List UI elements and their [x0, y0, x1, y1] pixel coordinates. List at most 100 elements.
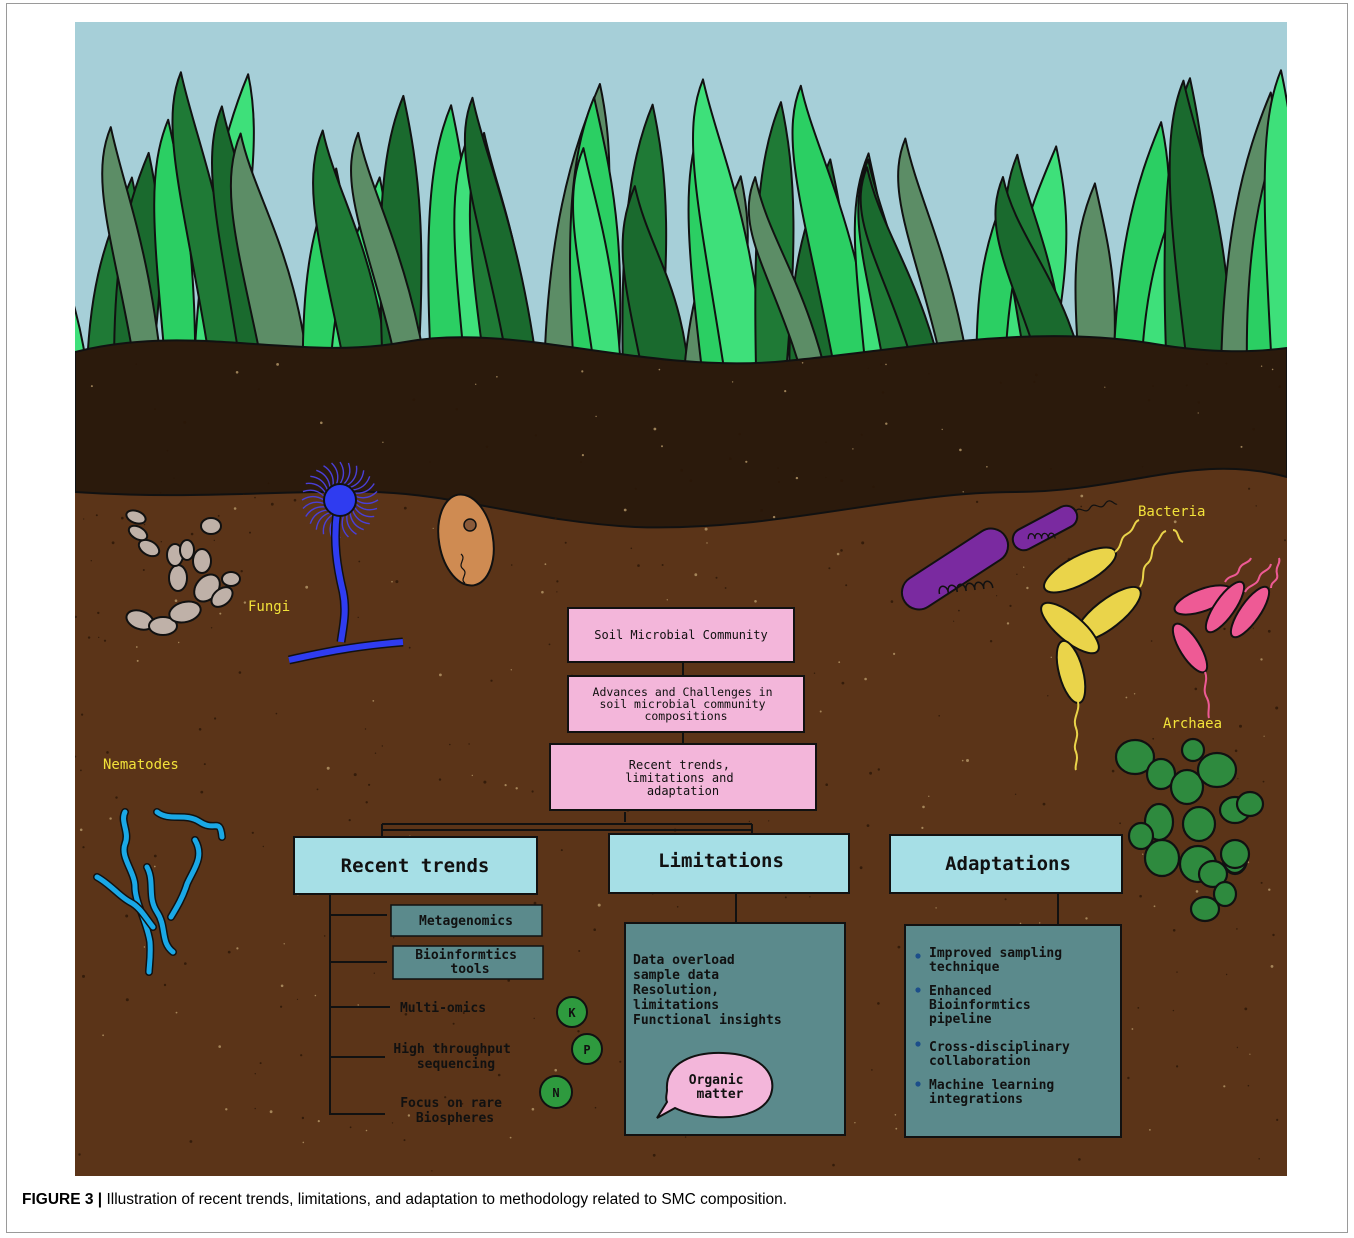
soil-speckle — [773, 516, 775, 518]
soil-speckle — [160, 492, 161, 493]
nutrient-k-icon: K — [557, 997, 587, 1027]
soil-speckle — [749, 821, 750, 822]
soil-speckle — [320, 422, 323, 425]
soil-speckle — [439, 674, 442, 677]
soil-speckle — [284, 943, 285, 944]
soil-speckle — [281, 985, 284, 988]
root-box-label: Soil Microbial Community — [594, 628, 767, 642]
soil-speckle — [1237, 1047, 1238, 1048]
soil-speckle — [154, 855, 157, 858]
soil-speckle — [382, 745, 383, 746]
soil-speckle — [175, 599, 178, 602]
soil-speckle — [214, 540, 215, 541]
soil-speckle — [382, 442, 383, 443]
soil-speckle — [694, 573, 697, 576]
soil-speckle — [1271, 965, 1274, 968]
soil-speckle — [136, 364, 137, 365]
soil-speckle — [1195, 688, 1198, 691]
soil-speckle — [404, 1139, 406, 1141]
soil-speckle — [580, 461, 582, 463]
soil-speckle — [809, 896, 810, 897]
soil-speckle — [860, 866, 863, 869]
soil-speckle — [184, 962, 187, 965]
soil-speckle — [413, 398, 416, 401]
soil-speckle — [1176, 971, 1177, 972]
soil-speckle — [754, 600, 757, 603]
soil-speckle — [218, 1045, 221, 1048]
soil-speckle — [241, 570, 243, 572]
soil-speckle — [260, 1062, 262, 1064]
soil-speckle — [637, 564, 640, 567]
fungi-label: Fungi — [248, 599, 290, 615]
soil-speckle — [976, 501, 978, 503]
soil-speckle — [891, 600, 894, 603]
soil-speckle — [595, 1107, 597, 1109]
soil-speckle — [234, 507, 237, 510]
soil-speckle — [1152, 738, 1154, 740]
soil-speckle — [1112, 770, 1115, 773]
soil-speckle — [1272, 934, 1274, 936]
soil-speckle — [793, 470, 795, 472]
soil-speckle — [832, 1164, 835, 1167]
soil-speckle — [938, 715, 940, 717]
soil-speckle — [825, 442, 826, 443]
soil-speckle — [294, 499, 297, 502]
soil-speckle — [472, 775, 473, 776]
soil-speckle — [535, 434, 537, 436]
soil-speckle — [225, 1108, 227, 1110]
soil-speckle — [777, 467, 779, 469]
soil-speckle — [1263, 781, 1265, 783]
soil-speckle — [532, 1108, 535, 1111]
soil-speckle — [483, 781, 486, 784]
soil-speckle — [391, 581, 393, 583]
soil-speckle — [271, 503, 274, 506]
soil-speckle — [921, 827, 923, 829]
soil-speckle — [303, 1142, 305, 1144]
soil-speckle — [1043, 803, 1046, 806]
soil-speckle — [1000, 382, 1002, 384]
soil-speckle — [372, 700, 374, 702]
soil-speckle — [898, 946, 901, 949]
soil-speckle — [183, 421, 186, 424]
soil-speckle — [143, 569, 145, 571]
soil-speckle — [1051, 657, 1052, 658]
soil-speckle — [268, 482, 270, 484]
soil-speckle — [593, 928, 596, 931]
soil-speckle — [928, 796, 929, 797]
soil-speckle — [861, 541, 864, 544]
soil-speckle — [861, 434, 863, 436]
soil-speckle — [318, 1120, 320, 1122]
soil-speckle — [1148, 399, 1150, 401]
soil-speckle — [1275, 707, 1278, 710]
soil-speckle — [869, 772, 872, 775]
soil-speckle — [97, 612, 99, 614]
soil-speckle — [1186, 385, 1188, 387]
soil-speckle — [1226, 974, 1227, 975]
soil-speckle — [358, 1004, 359, 1005]
soil-speckle — [659, 369, 661, 371]
soil-speckle — [505, 784, 507, 786]
soil-speckle — [176, 1012, 178, 1014]
soil-speckle — [80, 770, 82, 772]
soil-speckle — [297, 999, 298, 1000]
soil-speckle — [1173, 1010, 1174, 1011]
soil-speckle — [595, 416, 596, 417]
soil-speckle — [922, 806, 925, 809]
soil-speckle — [258, 388, 260, 390]
soil-speckle — [1149, 1129, 1151, 1131]
soil-speckle — [1236, 928, 1238, 930]
soil-speckle — [125, 915, 128, 918]
soil-speckle — [511, 669, 512, 670]
soil-speckle — [677, 906, 679, 908]
soil-speckle — [1268, 630, 1271, 633]
soil-speckle — [408, 1114, 410, 1116]
soil-speckle — [1137, 1007, 1139, 1009]
soil-speckle — [255, 1073, 256, 1074]
soil-speckle — [661, 445, 663, 447]
soil-speckle — [825, 477, 826, 478]
soil-speckle — [358, 561, 360, 563]
soil-speckle — [1009, 605, 1011, 607]
soil-speckle — [828, 567, 830, 569]
soil-speckle — [496, 376, 498, 378]
soil-speckle — [935, 907, 936, 908]
